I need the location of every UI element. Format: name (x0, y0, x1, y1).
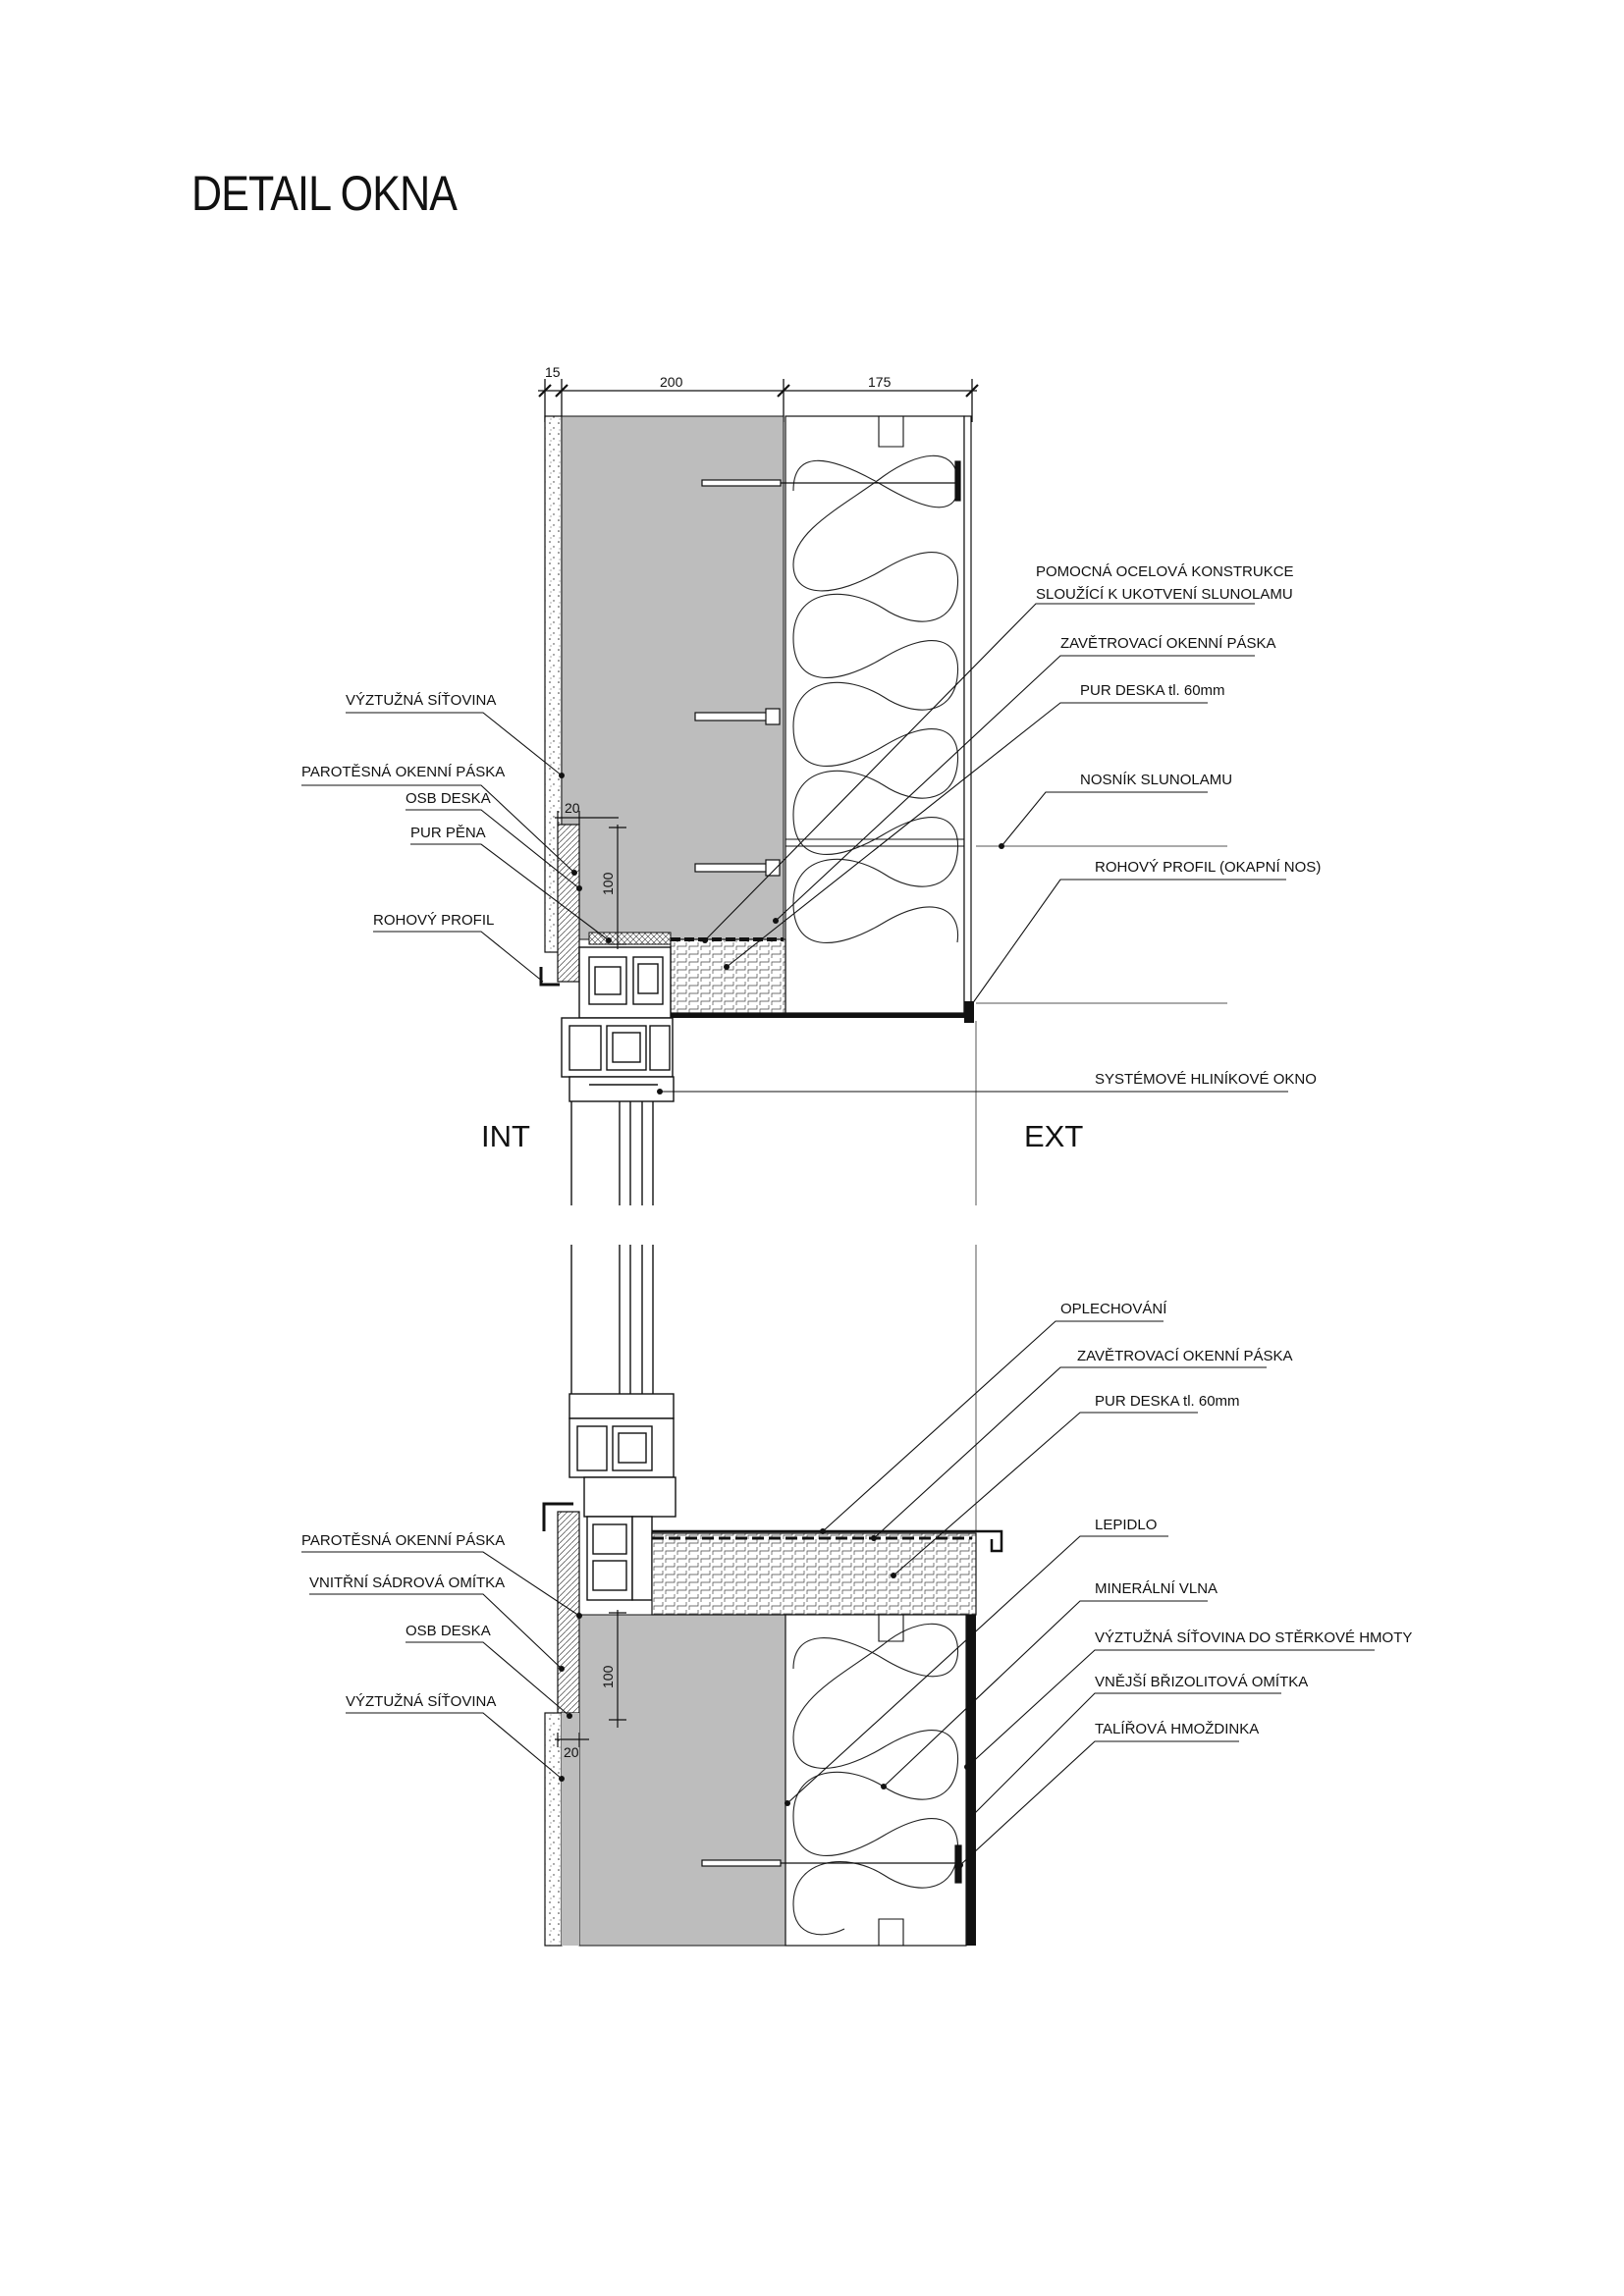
label-pur-deska-lower: PUR DESKA tl. 60mm (1095, 1393, 1240, 1410)
mineral-wool-hatch-lower (792, 1623, 959, 1936)
concrete-wall-lower (578, 1614, 786, 1947)
dim-20-upper: 20 (565, 800, 580, 816)
dim-15: 15 (545, 364, 561, 380)
dim-20-lower: 20 (564, 1744, 579, 1760)
steel-sheet-upper (671, 1013, 970, 1018)
label-rohovy-profil-upper: ROHOVÝ PROFIL (373, 912, 494, 929)
lower-right-leaders (786, 1320, 1375, 1866)
mineral-wool-hatch-upper (792, 454, 959, 943)
label-zavetrovaci-paska-upper: ZAVĚTROVACÍ OKENNÍ PÁSKA (1060, 635, 1276, 652)
upper-detail: 15 200 175 (301, 364, 1321, 1205)
label-oplechovani: OPLECHOVÁNÍ (1060, 1301, 1167, 1317)
label-vnejsi-omitka: VNĚJŠÍ BŘIZOLITOVÁ OMÍTKA (1095, 1674, 1308, 1690)
insulation-bottom-cut (878, 1918, 904, 1946)
label-talirova-hmozdinka: TALÍŘOVÁ HMOŽDINKA (1095, 1721, 1259, 1737)
zone-int: INT (481, 1119, 530, 1153)
label-parotesna-paska-lower: PAROTĚSNÁ OKENNÍ PÁSKA (301, 1532, 505, 1549)
label-nosnik-slunolamu: NOSNÍK SLUNOLAMU (1080, 772, 1232, 788)
upper-right-leaders (658, 603, 1288, 1093)
glazing-lower (570, 1245, 654, 1394)
label-vyztuzna-sitovina-lower: VÝZTUŽNÁ SÍŤOVINA (346, 1693, 496, 1710)
lower-left-leaders (301, 1551, 580, 1780)
flashing-sill (652, 1529, 1003, 1553)
page-title: DETAIL OKNA (191, 166, 458, 221)
label-vyztuzna-sitovina-upper: VÝZTUŽNÁ SÍŤOVINA (346, 692, 496, 709)
dowel-anchor-1 (694, 708, 781, 725)
label-vyztuzna-sitovina-sterkova: VÝZTUŽNÁ SÍŤOVINA DO STĚRKOVÉ HMOTY (1095, 1629, 1412, 1646)
plate-anchor-upper (701, 460, 961, 502)
label-slouzici-slunolamu: SLOUŽÍCÍ K UKOTVENÍ SLUNOLAMU (1036, 586, 1293, 603)
label-lepidlo: LEPIDLO (1095, 1517, 1157, 1533)
upper-left-leaders (301, 712, 610, 983)
glazing-upper (570, 1101, 654, 1205)
top-dimension-line (538, 379, 979, 422)
insulation-top-cut (878, 416, 904, 448)
mineral-wool-upper (785, 415, 965, 1014)
osb-board-lower (557, 1511, 580, 1714)
corner-profile-upper (539, 967, 560, 987)
label-osb-deska-lower: OSB DESKA (406, 1623, 491, 1639)
window-frame-head (561, 946, 675, 1102)
label-pur-deska-upper: PUR DESKA tl. 60mm (1080, 682, 1225, 699)
lower-small-dims (555, 1610, 626, 1747)
exterior-render-lower (966, 1615, 976, 1946)
label-parotesna-paska-upper: PAROTĚSNÁ OKENNÍ PÁSKA (301, 764, 505, 780)
dim-100-upper: 100 (600, 872, 616, 895)
label-pomocna-konstrukce: POMOCNÁ OCELOVÁ KONSTRUKCE (1036, 563, 1294, 580)
mineral-wool-lower (785, 1614, 967, 1947)
window-frame-sill (568, 1393, 677, 1601)
exterior-render-upper (963, 415, 972, 1014)
lower-detail: 100 20 PAROTĚSNÁ OKENNÍ PÁSKA VNITŘNÍ SÁ… (301, 1245, 1412, 1947)
dim-200: 200 (660, 374, 683, 390)
dim-100-lower: 100 (600, 1665, 616, 1688)
zone-ext: EXT (1024, 1119, 1083, 1153)
concrete-wall-upper (561, 415, 785, 940)
drip-nose (964, 1001, 974, 1023)
dowel-anchor-2 (694, 859, 781, 877)
upper-small-dims (555, 811, 626, 949)
pur-board-lower (651, 1532, 977, 1616)
label-mineralni-vlna: MINERÁLNÍ VLNA (1095, 1580, 1218, 1597)
pur-board-upper (670, 938, 786, 1014)
interior-plaster-lower (544, 1712, 563, 1947)
dim-175: 175 (868, 374, 892, 390)
osb-board-upper (557, 824, 580, 983)
label-zavetrovaci-paska-lower: ZAVĚTROVACÍ OKENNÍ PÁSKA (1077, 1348, 1293, 1364)
label-pur-pena: PUR PĚNA (410, 825, 486, 841)
label-rohovy-profil-okapni: ROHOVÝ PROFIL (OKAPNÍ NOS) (1095, 859, 1321, 876)
corner-profile-lower (542, 1502, 573, 1531)
label-vnitrni-omitka: VNITŘNÍ SÁDROVÁ OMÍTKA (309, 1575, 505, 1591)
label-systemove-okno: SYSTÉMOVÉ HLINÍKOVÉ OKNO (1095, 1071, 1317, 1088)
label-osb-deska-upper: OSB DESKA (406, 790, 491, 807)
